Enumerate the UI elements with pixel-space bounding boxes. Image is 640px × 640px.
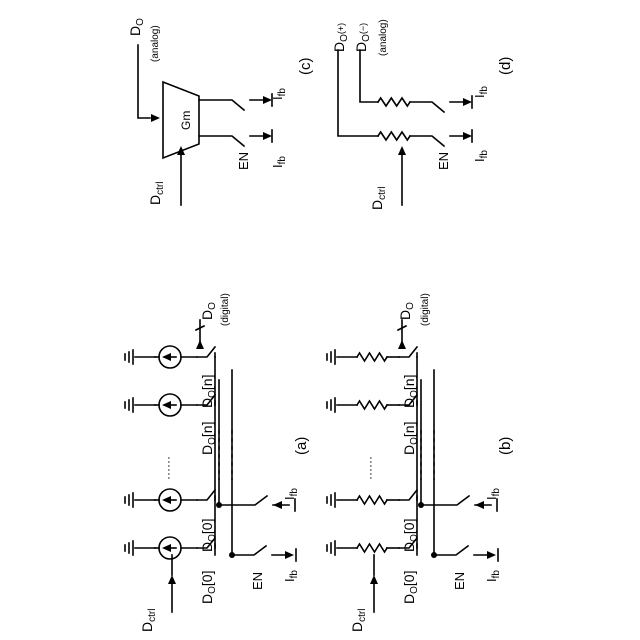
a-cell3-srcarrow	[162, 353, 171, 361]
dctrl-label-b: Dctrl	[349, 609, 368, 632]
analog-label-c: (analog)	[150, 25, 161, 62]
do-label-c: DO	[127, 18, 146, 36]
panel-a-drawing	[125, 320, 296, 612]
d-plus-wire	[338, 50, 378, 136]
en-label-b: EN	[452, 572, 467, 590]
caption-a: (a)	[293, 437, 310, 455]
c-do-wire	[138, 45, 150, 118]
dminus-label: DO(−)	[353, 23, 372, 52]
c-do-arrow	[151, 114, 160, 122]
panel-b-drawing	[327, 320, 498, 612]
a-ifb-arrow2	[273, 501, 282, 509]
digital-label-a: (digital)	[220, 293, 231, 326]
d-ifb-arrow2	[463, 98, 472, 106]
ifb-label-a1: Ifb	[282, 570, 300, 582]
d-ifb-arrow1	[463, 132, 472, 140]
b-en-switch	[434, 546, 468, 555]
en-label-d: EN	[436, 152, 451, 170]
dctrl-label-a: Dctrl	[139, 609, 158, 632]
b-cell1-switch	[399, 490, 417, 500]
do-label-b: DO	[397, 302, 416, 320]
d-switch2	[410, 102, 444, 112]
d-minus-wire	[360, 50, 378, 102]
do0-label-a1: DO[0]	[199, 571, 218, 604]
ifb-label-b1: Ifb	[484, 570, 502, 582]
analog-label-d: (analog)	[378, 19, 389, 56]
b-cell3-resistor	[357, 353, 387, 361]
a-cell0-srcarrow	[162, 544, 171, 552]
labels-d: Dctrl DO(+) DO(−) (analog) EN Ifb Ifb	[331, 19, 490, 210]
a-ifb-arrow1	[285, 551, 294, 559]
b-cell0-resistor	[357, 544, 387, 552]
ifb-label-d2: Ifb	[472, 86, 490, 98]
c-out-switch2	[199, 136, 244, 146]
d-switch1	[410, 136, 444, 146]
d-resistor1	[378, 132, 410, 140]
c-out-switch1	[199, 100, 244, 110]
a-cell2-srcarrow	[162, 401, 171, 409]
a-cell1-srcarrow	[162, 496, 171, 504]
a-dctrl-arrow	[168, 575, 176, 584]
dplus-label: DO(+)	[331, 23, 350, 52]
en-label-c: EN	[236, 152, 251, 170]
dctrl-label-d: Dctrl	[369, 187, 388, 210]
b-dctrl-arrow	[370, 575, 378, 584]
b-cell2-resistor	[357, 401, 387, 409]
d-dctrl-arrow	[398, 146, 406, 155]
ifb-label-d1: Ifb	[472, 150, 490, 162]
ellipsis-a: ······	[161, 456, 175, 480]
ifb-label-a2: Ifb	[282, 488, 300, 500]
caption-d: (d)	[497, 57, 514, 75]
c-ifb-arrow2	[263, 132, 272, 140]
gm-label: Gm	[179, 111, 193, 130]
digital-label-b: (digital)	[420, 293, 431, 326]
b-do-arrow	[398, 340, 406, 349]
ifb-label-b2: Ifb	[484, 488, 502, 500]
b-cell1-resistor	[357, 496, 387, 504]
a-en-switch	[232, 546, 266, 555]
labels-c: Dctrl DO (analog) Gm EN Ifb Ifb	[127, 18, 288, 205]
ellipsis-b: ······	[363, 456, 377, 480]
do-label-a: DO	[199, 302, 218, 320]
a-cell1-switch	[197, 490, 215, 500]
caption-c: (c)	[297, 58, 314, 76]
a-do-arrow	[196, 340, 204, 349]
dctrl-label-c: Dctrl	[147, 182, 166, 205]
ifb-label-c1: Ifb	[270, 156, 288, 168]
en-label-a: EN	[250, 572, 265, 590]
b-ifb-arrow1	[487, 551, 496, 559]
a-switch2	[219, 496, 267, 505]
b-switch2	[421, 496, 469, 505]
caption-b: (b)	[497, 437, 514, 455]
b-ifb-arrow2	[475, 501, 484, 509]
d-resistor2	[378, 98, 410, 106]
do0-label-b1: DO[0]	[401, 571, 420, 604]
